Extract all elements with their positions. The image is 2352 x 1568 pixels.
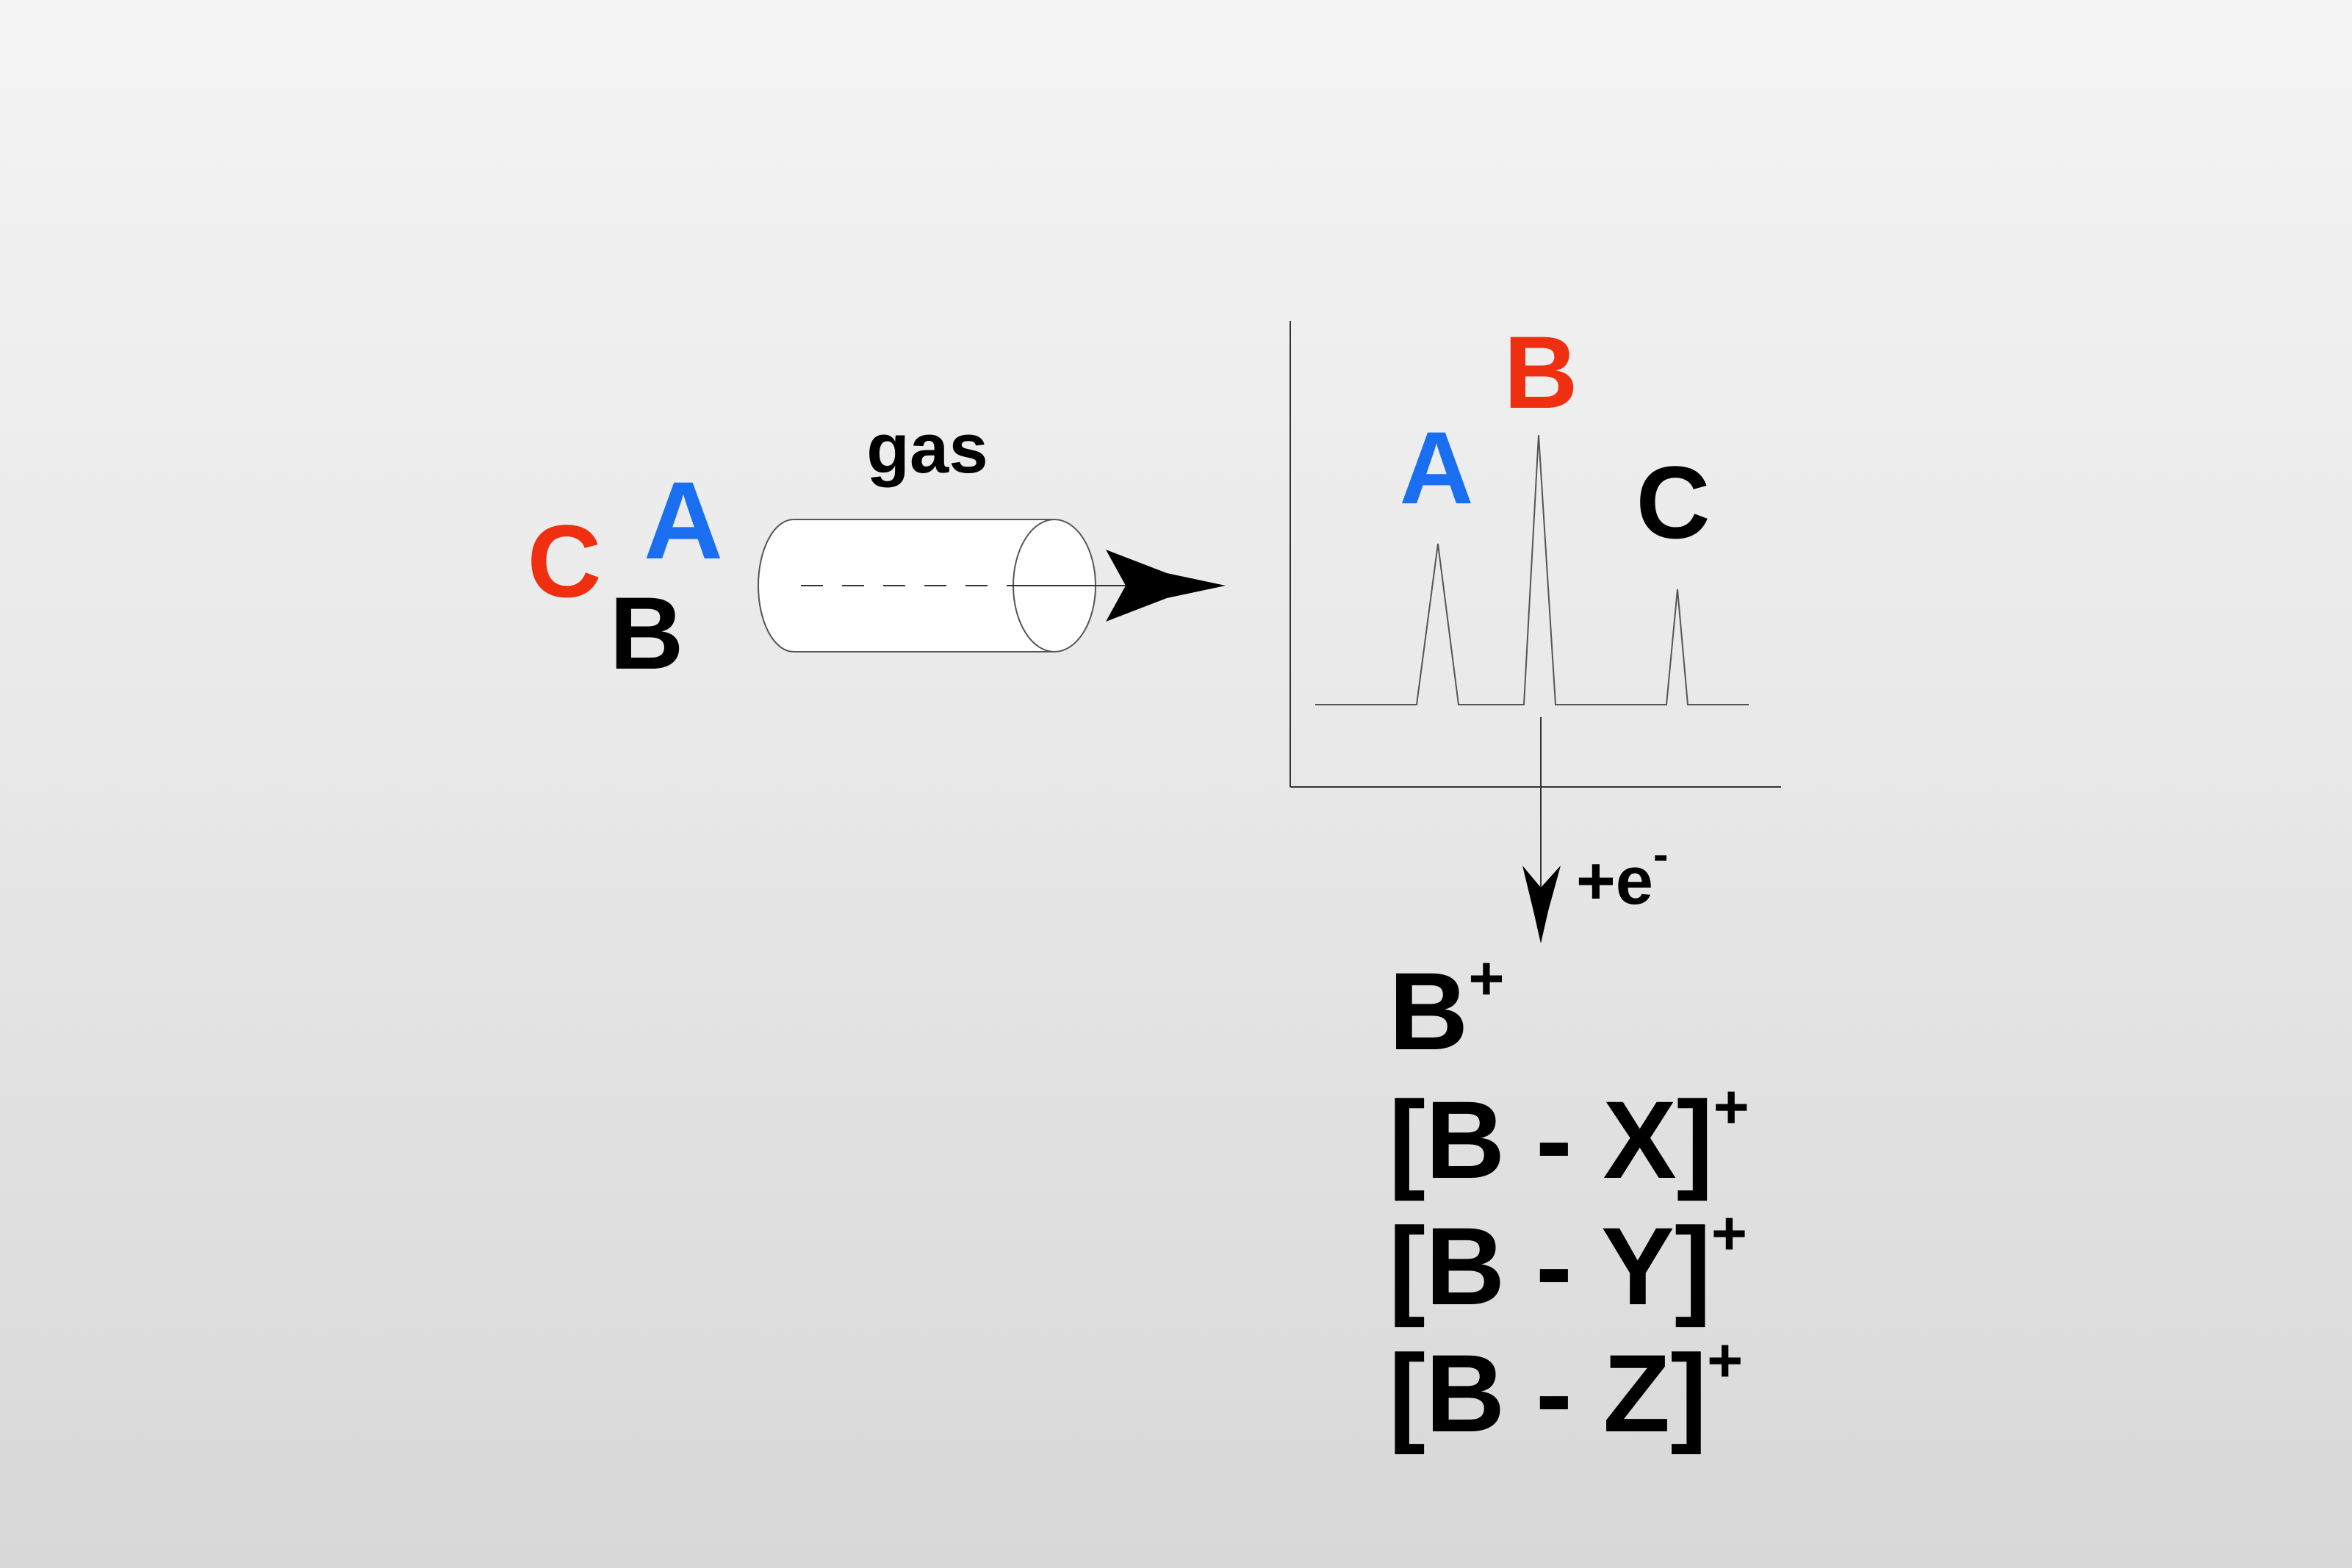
fragment-base: B <box>1389 949 1468 1073</box>
fragment-base: [B - Z] <box>1389 1331 1707 1455</box>
column-body <box>758 519 1055 652</box>
ionization-arrowhead-icon <box>1522 866 1561 943</box>
fragment-ion: [B - X]+ <box>1389 1072 1749 1201</box>
fragment-charge: + <box>1711 1198 1747 1267</box>
electron-charge: - <box>1653 830 1669 880</box>
electron-label: +e- <box>1576 830 1669 918</box>
fragment-base: [B - Y] <box>1389 1204 1711 1328</box>
ionization-step: +e- <box>1522 717 1669 943</box>
fragment-base: [B - X] <box>1389 1078 1713 1201</box>
peak-label-c: C <box>1636 445 1710 560</box>
fragment-list: B+ [B - X]+ [B - Y]+ [B - Z]+ <box>1389 943 1749 1455</box>
fragment-ion: [B - Z]+ <box>1389 1326 1743 1455</box>
fragment-ion: B+ <box>1389 943 1504 1073</box>
mixture-letter-b: B <box>609 575 683 691</box>
fragment-charge: + <box>1468 943 1504 1013</box>
flow-arrowhead-icon <box>1106 550 1226 622</box>
fragment-charge: + <box>1707 1326 1743 1395</box>
peak-label-a: A <box>1399 410 1473 525</box>
sample-mixture: C A B <box>527 458 723 691</box>
peak-label-b: B <box>1503 314 1578 430</box>
gas-label: gas <box>866 409 988 488</box>
fragment-charge: + <box>1713 1072 1749 1141</box>
chromatogram-trace <box>1315 434 1749 705</box>
fragment-ion: [B - Y]+ <box>1389 1198 1747 1328</box>
electron-label-text: +e <box>1576 844 1653 918</box>
gc-column: gas <box>758 409 1226 652</box>
mixture-letter-a: A <box>644 458 723 582</box>
chromatogram: A B C <box>1290 314 1781 788</box>
mixture-letter-c: C <box>527 503 601 619</box>
